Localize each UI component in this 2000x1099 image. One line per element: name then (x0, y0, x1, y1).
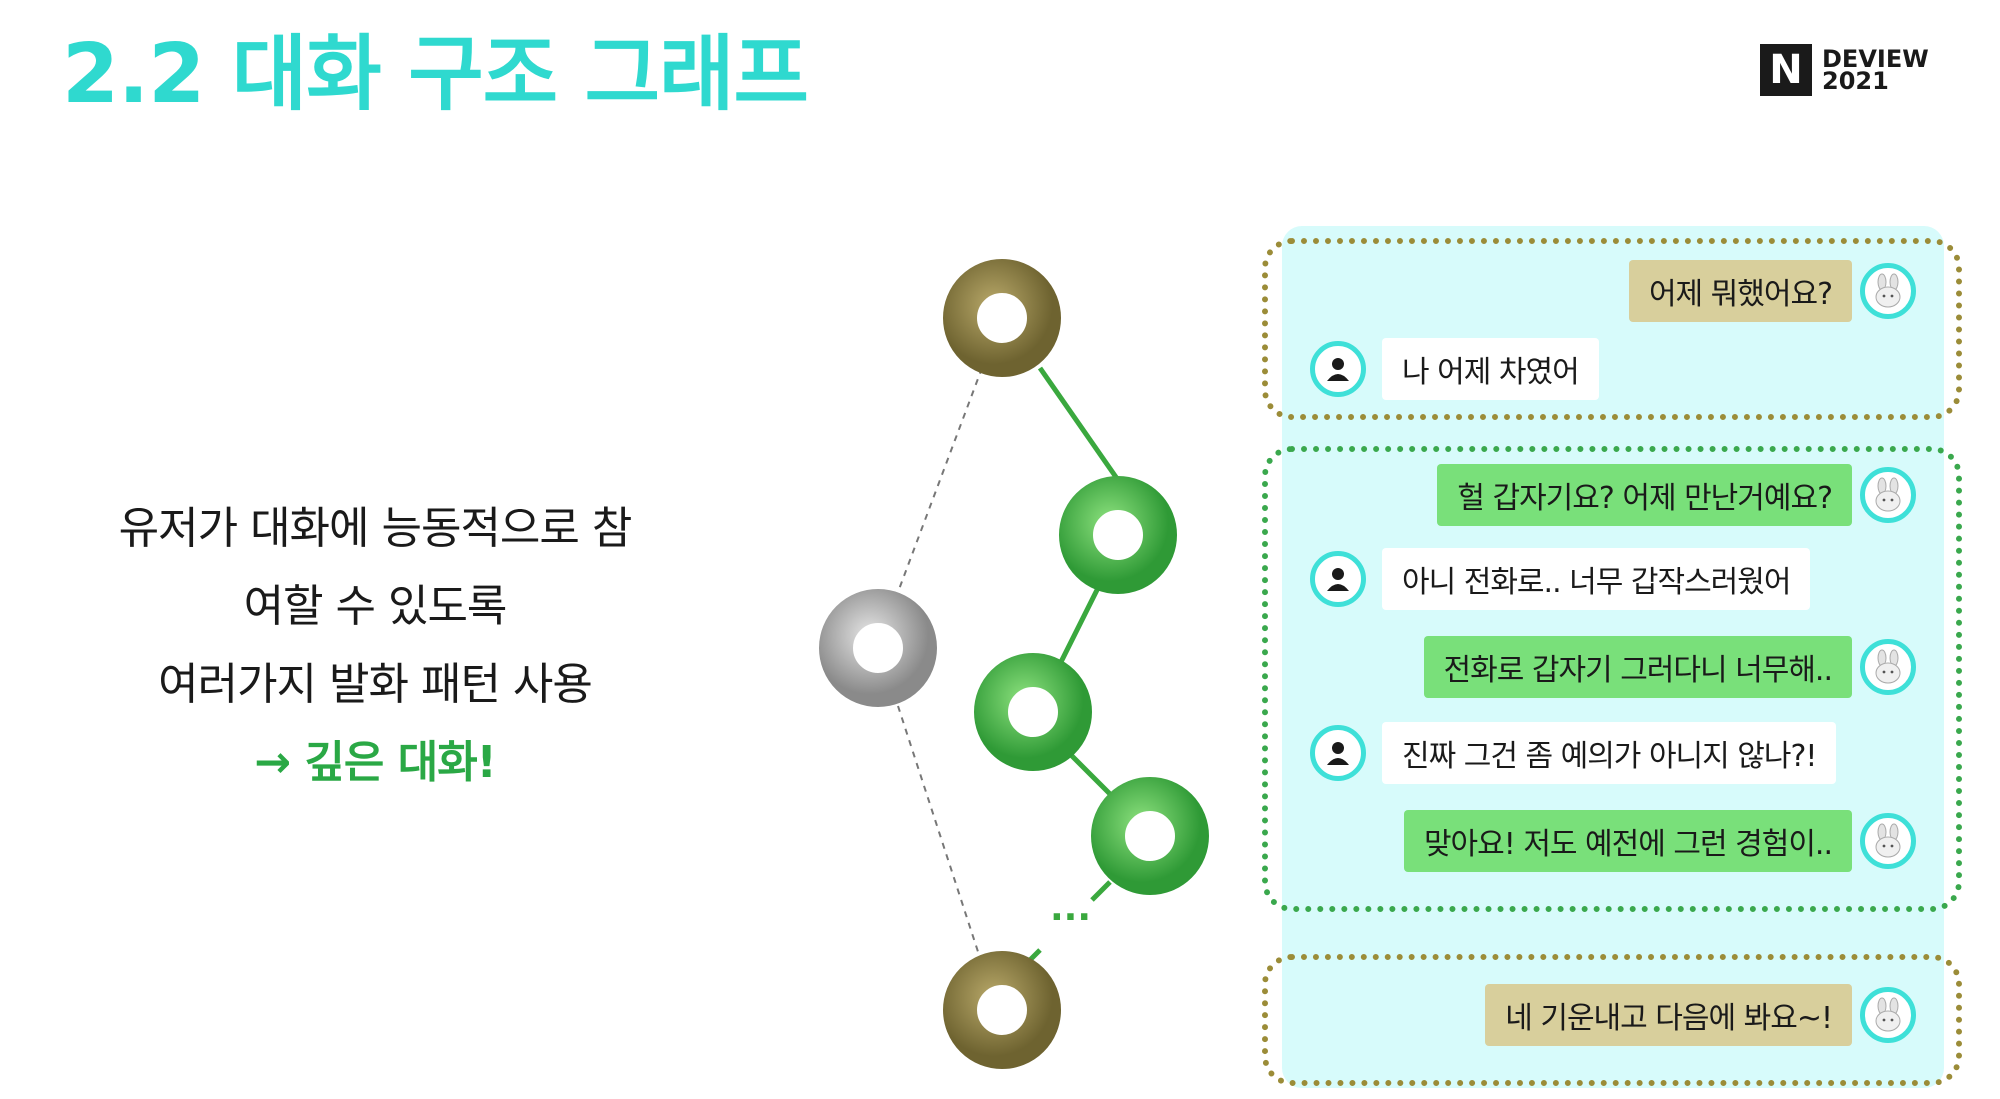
rabbit-icon (1875, 649, 1901, 684)
group-closing (1262, 954, 1962, 1086)
graph-edge-4 (1090, 880, 1112, 902)
bot-bubble: 어제 뭐했어요? (1628, 260, 1852, 322)
bot-rabbit-avatar (1860, 987, 1916, 1043)
group-opening (1262, 238, 1962, 420)
bot-bubble: 네 기운내고 다음에 봐요~! (1485, 984, 1852, 1046)
slide-title: 2.2 대화 구조 그래프 (62, 27, 809, 122)
bot-bubble: 헐 갑자기요? 어제 만난거예요? (1437, 464, 1852, 526)
deview-logo: N DEVIEW 2021 (1760, 44, 1929, 96)
bot-bubble: 전화로 갑자기 그러다니 너무해.. (1423, 636, 1852, 698)
bot-rabbit-avatar (1860, 639, 1916, 695)
graph-node-end (943, 951, 1061, 1069)
chat-message-user: 진짜 그건 좀 예의가 아니지 않나?! (1310, 722, 1837, 784)
graph-edge-3 (1066, 750, 1118, 802)
chat-message-user: 아니 전화로.. 너무 갑작스러웠어 (1310, 548, 1811, 610)
description-line-1: 유저가 대화에 능동적으로 참 (118, 503, 633, 554)
rabbit-icon (1875, 823, 1901, 858)
naver-logo-mark: N (1760, 44, 1812, 96)
bot-rabbit-avatar (1860, 467, 1916, 523)
user-bubble: 진짜 그건 좀 예의가 아니지 않나?! (1382, 722, 1837, 784)
chat-message-bot: 네 기운내고 다음에 봐요~! (1485, 984, 1916, 1046)
group-deep-conversation (1262, 446, 1962, 912)
graph-node-green-2 (974, 653, 1092, 771)
description-conclusion: → 깊은 대화! (254, 737, 497, 788)
user-avatar (1310, 551, 1366, 607)
chat-message-bot: 헐 갑자기요? 어제 만난거예요? (1437, 464, 1916, 526)
chat-message-bot: 전화로 갑자기 그러다니 너무해.. (1423, 636, 1916, 698)
user-avatar (1310, 341, 1366, 397)
graph-node-green-3 (1091, 777, 1209, 895)
description-line-3: 여러가지 발화 패턴 사용 (158, 659, 593, 710)
person-icon (1327, 568, 1349, 591)
graph-dashed-edge-top (897, 367, 983, 593)
graph-node-start (943, 259, 1061, 377)
chat-message-user: 나 어제 차였어 (1310, 338, 1599, 400)
user-bubble: 나 어제 차였어 (1382, 338, 1599, 400)
rabbit-icon (1875, 477, 1901, 512)
rabbit-icon (1875, 997, 1901, 1032)
rabbit-icon (1875, 273, 1901, 308)
chat-message-bot: 맞아요! 저도 예전에 그런 경험이.. (1403, 810, 1916, 872)
graph-ellipsis: ... (1050, 888, 1091, 929)
graph-node-green-1 (1059, 476, 1177, 594)
graph-edge-2 (1055, 582, 1103, 670)
bot-bubble: 맞아요! 저도 예전에 그런 경험이.. (1403, 810, 1852, 872)
description-text: 유저가 대화에 능동적으로 참 여할 수 있도록 여러가지 발화 패턴 사용 →… (80, 490, 670, 802)
deview-logo-text: DEVIEW 2021 (1822, 45, 1929, 95)
bot-rabbit-avatar (1860, 263, 1916, 319)
graph-edge-1 (1037, 366, 1121, 482)
user-avatar (1310, 725, 1366, 781)
person-icon (1327, 358, 1349, 381)
graph-node-gray (819, 589, 937, 707)
person-icon (1327, 742, 1349, 765)
chat-message-bot: 어제 뭐했어요? (1628, 260, 1916, 322)
description-line-2: 여할 수 있도록 (243, 581, 508, 632)
user-bubble: 아니 전화로.. 너무 갑작스러웠어 (1382, 548, 1811, 610)
graph-dashed-edge-bottom (897, 705, 983, 965)
bot-rabbit-avatar (1860, 813, 1916, 869)
